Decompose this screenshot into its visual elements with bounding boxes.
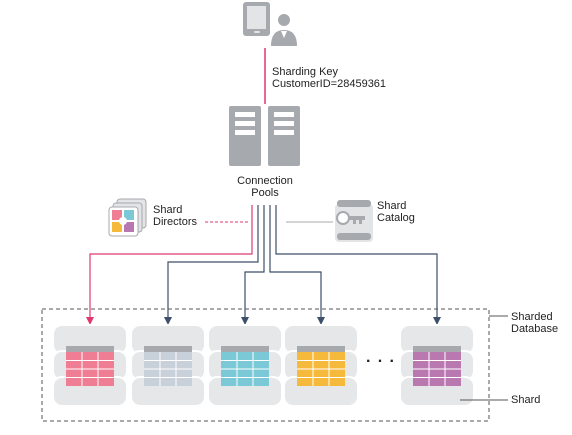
shard-catalog-icon bbox=[335, 200, 373, 242]
sharding-key-line1: Sharding Key bbox=[272, 66, 339, 78]
routing-lines bbox=[86, 205, 441, 325]
shard-catalog-line1: Shard bbox=[377, 200, 407, 212]
sharding-key-line2: CustomerID=28459361 bbox=[272, 78, 387, 90]
client-icon bbox=[243, 2, 297, 46]
shard-table bbox=[144, 346, 192, 386]
connection-pools-label: Connection Pools bbox=[225, 175, 305, 199]
shard-catalog-line2: Catalog bbox=[377, 212, 415, 224]
sharded-database-line1: Sharded bbox=[511, 311, 553, 323]
connection-pools-line2: Pools bbox=[251, 187, 279, 199]
shard-label: Shard bbox=[511, 394, 541, 406]
shard-directors-line2: Directors bbox=[153, 216, 198, 228]
shard-directors-line1: Shard bbox=[153, 204, 183, 216]
sharding-key-label: Sharding Key CustomerID=28459361 bbox=[272, 66, 386, 90]
sharded-database-line2: Database bbox=[511, 323, 559, 335]
more-shards-ellipsis: · · · bbox=[366, 353, 396, 370]
shard-3 bbox=[207, 324, 283, 407]
shard-table bbox=[413, 346, 461, 386]
shard-directors-label: Shard Directors bbox=[153, 204, 197, 228]
connection-pools-servers-icon bbox=[229, 106, 300, 166]
shard-4 bbox=[283, 324, 359, 407]
shard-table bbox=[221, 346, 269, 386]
shard-2 bbox=[130, 324, 206, 407]
shard-table bbox=[66, 346, 114, 386]
sharded-database-label: Sharded Database bbox=[511, 311, 558, 335]
shard-directors-icon bbox=[108, 198, 147, 237]
connection-pools-line1: Connection bbox=[237, 175, 293, 187]
shard-5 bbox=[399, 324, 475, 407]
shard-table bbox=[297, 346, 345, 386]
shard-catalog-label: Shard Catalog bbox=[377, 200, 415, 224]
shards-group bbox=[52, 324, 475, 407]
shard-1 bbox=[52, 324, 128, 407]
